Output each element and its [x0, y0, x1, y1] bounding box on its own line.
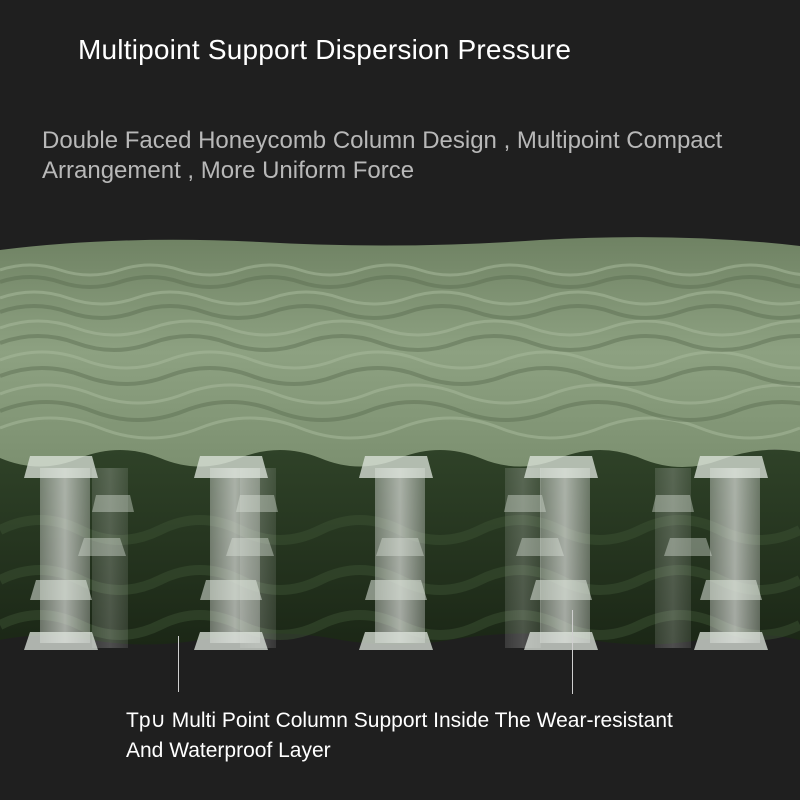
support-column-2: [194, 456, 268, 650]
mat-top-ridges: [0, 263, 800, 440]
sleeping-pad-illustration: [0, 237, 800, 650]
support-column-5: [694, 456, 768, 650]
callout-line-right: [572, 610, 573, 694]
mid-pads: [78, 495, 712, 556]
support-column-4: [524, 456, 598, 650]
page-title: Multipoint Support Dispersion Pressure: [78, 34, 572, 65]
mat-top-surface: [0, 237, 800, 468]
column-support-caption: Tp∪ Multi Point Column Support Inside Th…: [126, 709, 673, 762]
feature-subtitle: Double Faced Honeycomb Column Design , M…: [42, 127, 723, 184]
mat-top-shadows: [0, 275, 800, 422]
callout-line-left: [178, 636, 179, 692]
support-column-1: [24, 456, 98, 650]
support-column-3: [359, 456, 433, 650]
